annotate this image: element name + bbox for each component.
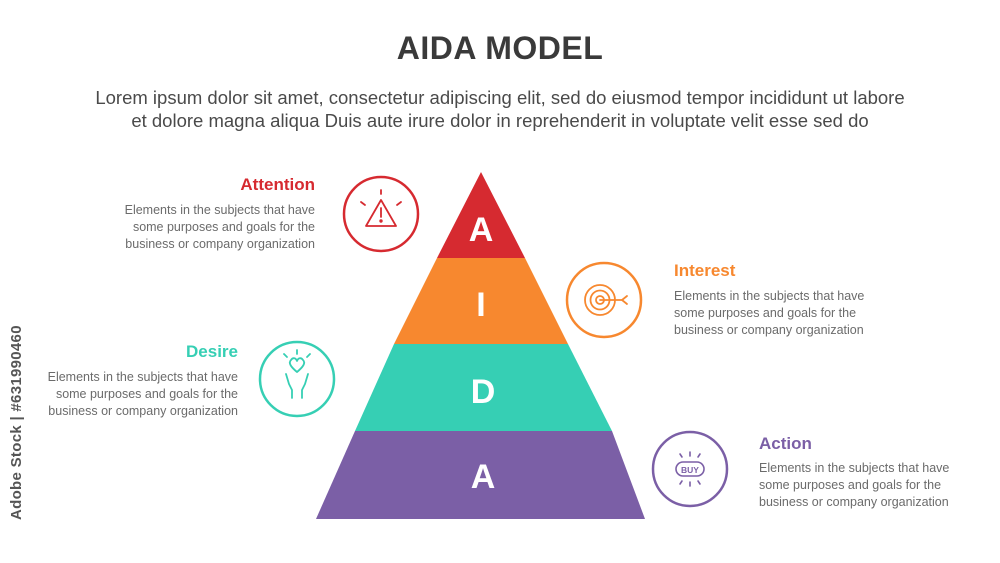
pyramid-layer-attention — [437, 172, 525, 258]
interest-desc-line-2: some purposes and goals for the — [674, 306, 857, 320]
heart-hands-icon — [283, 349, 311, 399]
subtitle-line-2: et dolore magna aliqua Duis aute irure d… — [131, 110, 869, 131]
pyramid-letter-attention: A — [469, 211, 494, 249]
action-description: Elements in the subjects that have some … — [759, 460, 984, 511]
buy-icon-label: BUY — [681, 465, 699, 475]
action-desc-line-1: Elements in the subjects that have — [759, 461, 950, 475]
subtitle-line-1: Lorem ipsum dolor sit amet, consectetur … — [95, 87, 905, 108]
action-desc-line-3: business or company organization — [759, 495, 949, 509]
pyramid-layer-interest — [394, 258, 568, 344]
page-subtitle: Lorem ipsum dolor sit amet, consectetur … — [40, 86, 960, 132]
action-desc-line-2: some purposes and goals for the — [759, 478, 942, 492]
interest-title: Interest — [674, 261, 736, 280]
desire-desc-line-2: some purposes and goals for the — [55, 387, 238, 401]
action-circle: BUY — [651, 430, 729, 508]
pyramid-letter-action: A — [471, 458, 496, 496]
page-title: AIDA MODEL — [396, 30, 604, 66]
action-title: Action — [759, 434, 812, 453]
desire-title: Desire — [186, 342, 238, 361]
interest-circle — [565, 261, 643, 339]
stock-watermark: Adobe Stock | #631990460 — [8, 325, 25, 520]
attention-title: Attention — [240, 175, 315, 194]
interest-desc-line-1: Elements in the subjects that have — [674, 289, 865, 303]
target-icon — [584, 284, 628, 316]
pyramid-layer-action — [316, 431, 645, 519]
attention-desc-line-2: some purposes and goals for the — [132, 220, 315, 234]
buy-button-icon — [675, 451, 705, 487]
interest-description: Elements in the subjects that have some … — [674, 288, 904, 339]
desire-circle — [258, 340, 336, 418]
interest-desc-line-3: business or company organization — [674, 323, 864, 337]
pyramid-letter-interest: I — [476, 286, 485, 324]
warning-icon — [360, 189, 402, 227]
desire-description: Elements in the subjects that have some … — [18, 369, 238, 420]
attention-desc-line-1: Elements in the subjects that have — [124, 203, 315, 217]
desire-desc-line-1: Elements in the subjects that have — [47, 370, 238, 384]
desire-desc-line-3: business or company organization — [48, 404, 238, 418]
attention-circle — [342, 175, 420, 253]
attention-description: Elements in the subjects that have some … — [95, 202, 315, 253]
pyramid-letter-desire: D — [471, 373, 496, 411]
attention-desc-line-3: business or company organization — [125, 237, 315, 251]
pyramid-layer-desire — [355, 344, 612, 431]
